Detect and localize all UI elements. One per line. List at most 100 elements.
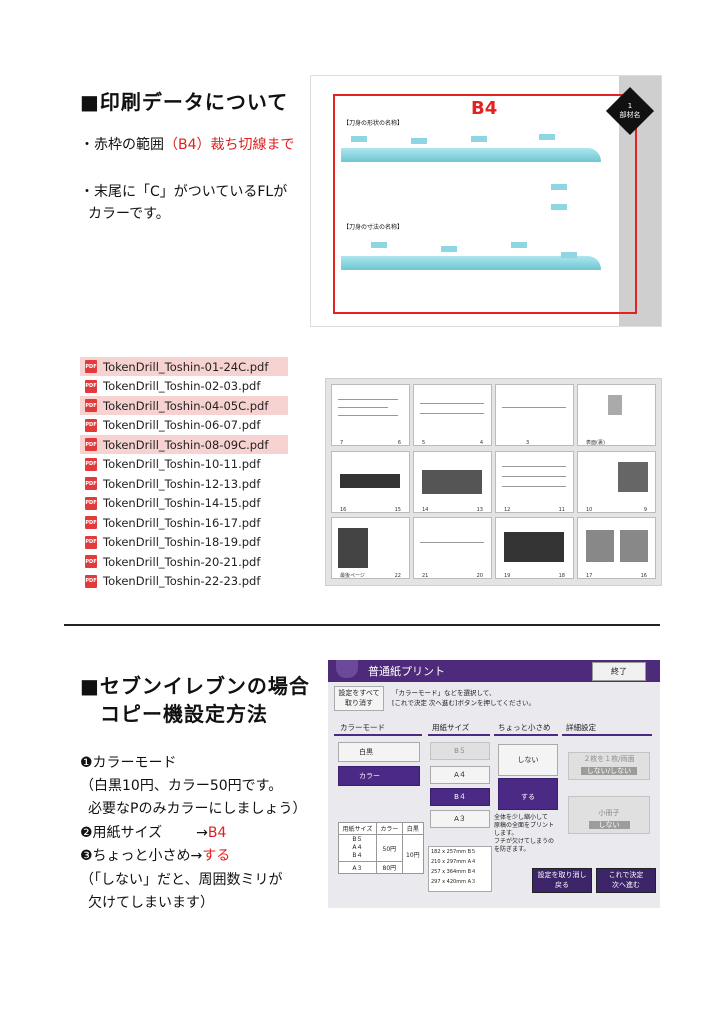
file-row[interactable]: PDF TokenDrill_Toshin-10-11.pdf — [80, 455, 288, 474]
paper-size-value: B4 — [207, 825, 227, 841]
dim-size: B５ — [467, 849, 476, 855]
size-a4-button[interactable]: A４ — [430, 766, 490, 784]
bullet2-line2: カラーです。 — [88, 206, 170, 222]
file-row[interactable]: PDF TokenDrill_Toshin-20-21.pdf — [80, 552, 288, 571]
col-paper-size: 用紙サイズ — [432, 723, 470, 732]
paper-size-label: ❷用紙サイズ — [80, 825, 163, 841]
file-name: TokenDrill_Toshin-12-13.pdf — [103, 476, 261, 491]
color-button[interactable]: カラー — [338, 766, 420, 786]
booklet-label: 小冊子 — [598, 809, 620, 817]
instruction-color-note1: （白黒10円、カラー50円です。 — [80, 778, 283, 794]
smaller-label: ❸ちょっと小さめ→ — [80, 848, 203, 864]
label-box — [511, 242, 527, 248]
smaller-value: する — [202, 848, 231, 864]
thumb-page-number: 10 — [586, 507, 593, 513]
paper-size-arrow: → — [196, 825, 208, 841]
size-a3-button[interactable]: A３ — [430, 810, 490, 828]
col-underline — [562, 734, 652, 736]
thumb-page-number: 表面(裏) — [586, 440, 605, 446]
red-trim-frame — [333, 94, 637, 314]
detail-2in1-label: ２枚を１枚/両面 — [583, 755, 635, 763]
cancel-back-button[interactable]: 設定を取り消し 戻る — [532, 868, 592, 893]
section-divider — [64, 624, 660, 626]
thumb-page-number: 12 — [504, 507, 511, 513]
page-thumbnail[interactable]: 10 9 — [577, 451, 656, 513]
color-label: カラー — [359, 772, 380, 780]
badge-label: 部材名 — [619, 111, 641, 119]
reset-all-button[interactable]: 設定をすべて 取り消す — [334, 686, 384, 711]
detail-2in1-button[interactable]: ２枚を１枚/両面 しない/しない — [568, 752, 650, 780]
price-size: B５ A４ B４ — [338, 834, 377, 862]
home-icon[interactable] — [336, 660, 358, 678]
dim-text: 182 x 257mm — [431, 849, 466, 855]
pdf-icon: PDF — [85, 555, 97, 568]
smaller-yes-button[interactable]: する — [498, 778, 558, 810]
price-header: 白黒 — [401, 822, 425, 835]
badge-number: 1 — [627, 102, 633, 110]
thumb-page-number: 7 — [340, 440, 344, 446]
thumb-page-number: 最後ページ — [340, 573, 365, 579]
instruction-color-mode: ❶カラーモード — [80, 755, 177, 771]
page-thumbnail[interactable]: 3 — [495, 384, 574, 446]
page-thumbnail[interactable]: 表面(裏) — [577, 384, 656, 446]
file-name: TokenDrill_Toshin-20-21.pdf — [103, 554, 261, 569]
price-mono: 10円 — [401, 834, 425, 874]
page-thumbnail[interactable]: 最後ページ 22 — [331, 517, 410, 579]
file-name: TokenDrill_Toshin-10-11.pdf — [103, 457, 261, 471]
col-smaller: ちょっと小さめ — [498, 723, 551, 732]
label-box — [551, 204, 567, 210]
copier-screen-title: 普通紙プリント — [368, 665, 445, 678]
dim-size: A３ — [467, 879, 476, 885]
dim-size: A４ — [467, 859, 476, 865]
thumb-page-number: 9 — [643, 507, 647, 513]
thumb-page-number: 16 — [640, 573, 647, 579]
mono-button[interactable]: 白黒 — [338, 742, 420, 762]
thumb-page-number: 22 — [394, 573, 401, 579]
col-detail: 詳細設定 — [566, 723, 596, 732]
copier-titlebar: 普通紙プリント 終了 — [328, 660, 660, 682]
label-box — [411, 138, 427, 144]
instruction-smaller-note2: 欠けてしまいます） — [88, 895, 214, 911]
pdf-icon: PDF — [85, 457, 97, 471]
label-box — [539, 134, 555, 140]
col-underline — [428, 734, 490, 736]
confirm-next-button[interactable]: これで決定 次へ進む — [596, 868, 656, 893]
label-box — [551, 184, 567, 190]
pdf-icon: PDF — [85, 418, 97, 432]
end-button[interactable]: 終了 — [592, 662, 646, 681]
thumb-page-number: 20 — [476, 573, 483, 579]
section2-title-line1: ■セブンイレブンの場合 — [80, 674, 310, 698]
smaller-no-button[interactable]: しない — [498, 744, 558, 776]
heading-shape: 【刀身の形状の名称】 — [343, 120, 404, 127]
blade-top — [341, 148, 601, 162]
dim-text: 257 x 364mm — [431, 869, 466, 875]
size-b4-button[interactable]: B４ — [430, 788, 490, 806]
thumb-page-number: 19 — [504, 573, 511, 579]
price-table: 用紙サイズ カラー 白黒 B５ A４ B４ 50円 10円 A３ 80円 — [338, 822, 425, 874]
col-underline — [334, 734, 422, 736]
booklet-button[interactable]: 小冊子 しない — [568, 796, 650, 834]
size-b5-button[interactable]: B５ — [430, 742, 490, 760]
label-box — [351, 136, 367, 142]
pdf-icon: PDF — [85, 516, 97, 529]
